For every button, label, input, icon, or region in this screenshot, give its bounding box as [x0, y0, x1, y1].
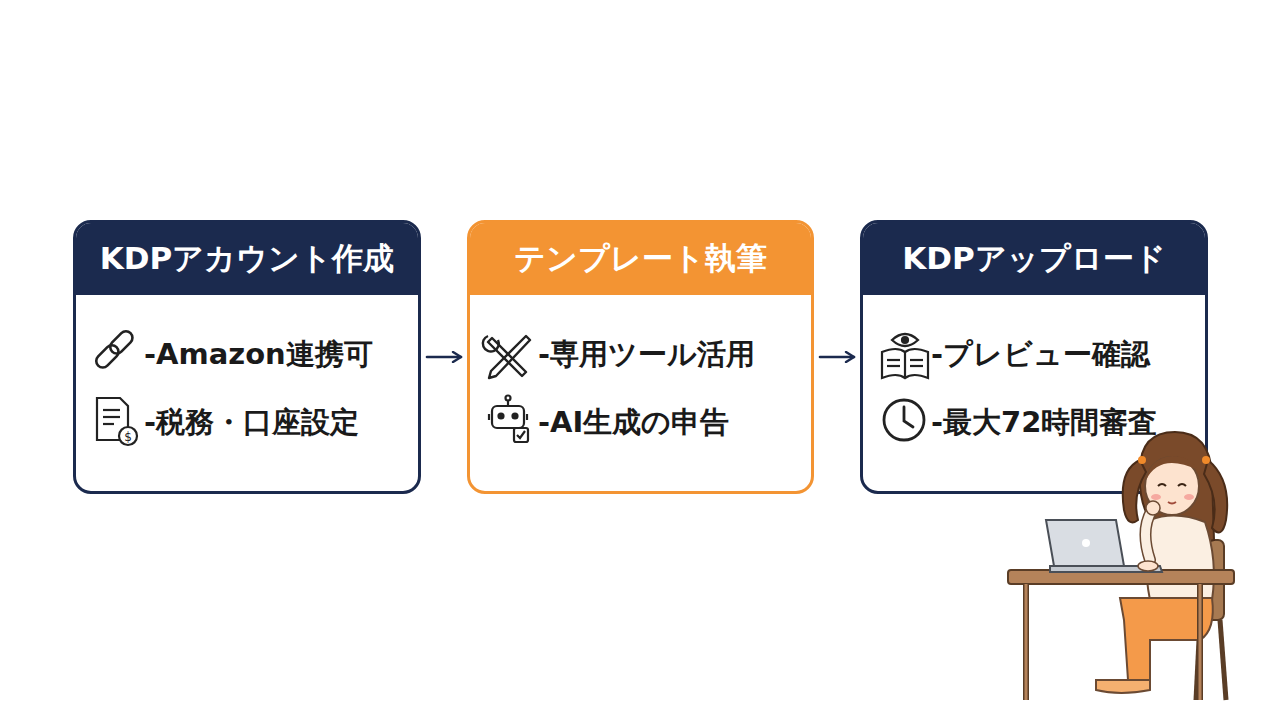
process-box: テンプレート執筆 -専用ツール活用 -AI生成の申告 [467, 220, 814, 494]
process-box: KDPアカウント作成 -Amazon連携可 -税務・口座設定 [73, 220, 421, 494]
tax-document-icon: $ [97, 398, 137, 445]
link-icon [94, 329, 136, 371]
process-box: KDPアップロード -プレビュー確認 -最大72時間審査 [860, 220, 1208, 494]
box-item: -最大72時間審査 [931, 403, 1201, 443]
preview-icon [882, 334, 928, 378]
box-item: -税務・口座設定 [144, 403, 414, 443]
box-item: -専用ツール活用 [538, 335, 807, 375]
box-item: -プレビュー確認 [931, 335, 1201, 375]
flow-arrow [820, 356, 854, 359]
svg-text:$: $ [124, 430, 132, 444]
girl-illustration [1008, 432, 1234, 700]
clock-icon [884, 400, 924, 440]
box-item: -AI生成の申告 [538, 403, 807, 443]
tools-icon [483, 336, 530, 378]
robot-icon [489, 396, 528, 443]
box-heading: KDPアップロード [863, 223, 1205, 295]
box-item: -Amazon連携可 [144, 335, 414, 375]
box-heading: テンプレート執筆 [470, 223, 811, 295]
box-heading: KDPアカウント作成 [76, 223, 418, 295]
flow-arrow [427, 356, 461, 359]
